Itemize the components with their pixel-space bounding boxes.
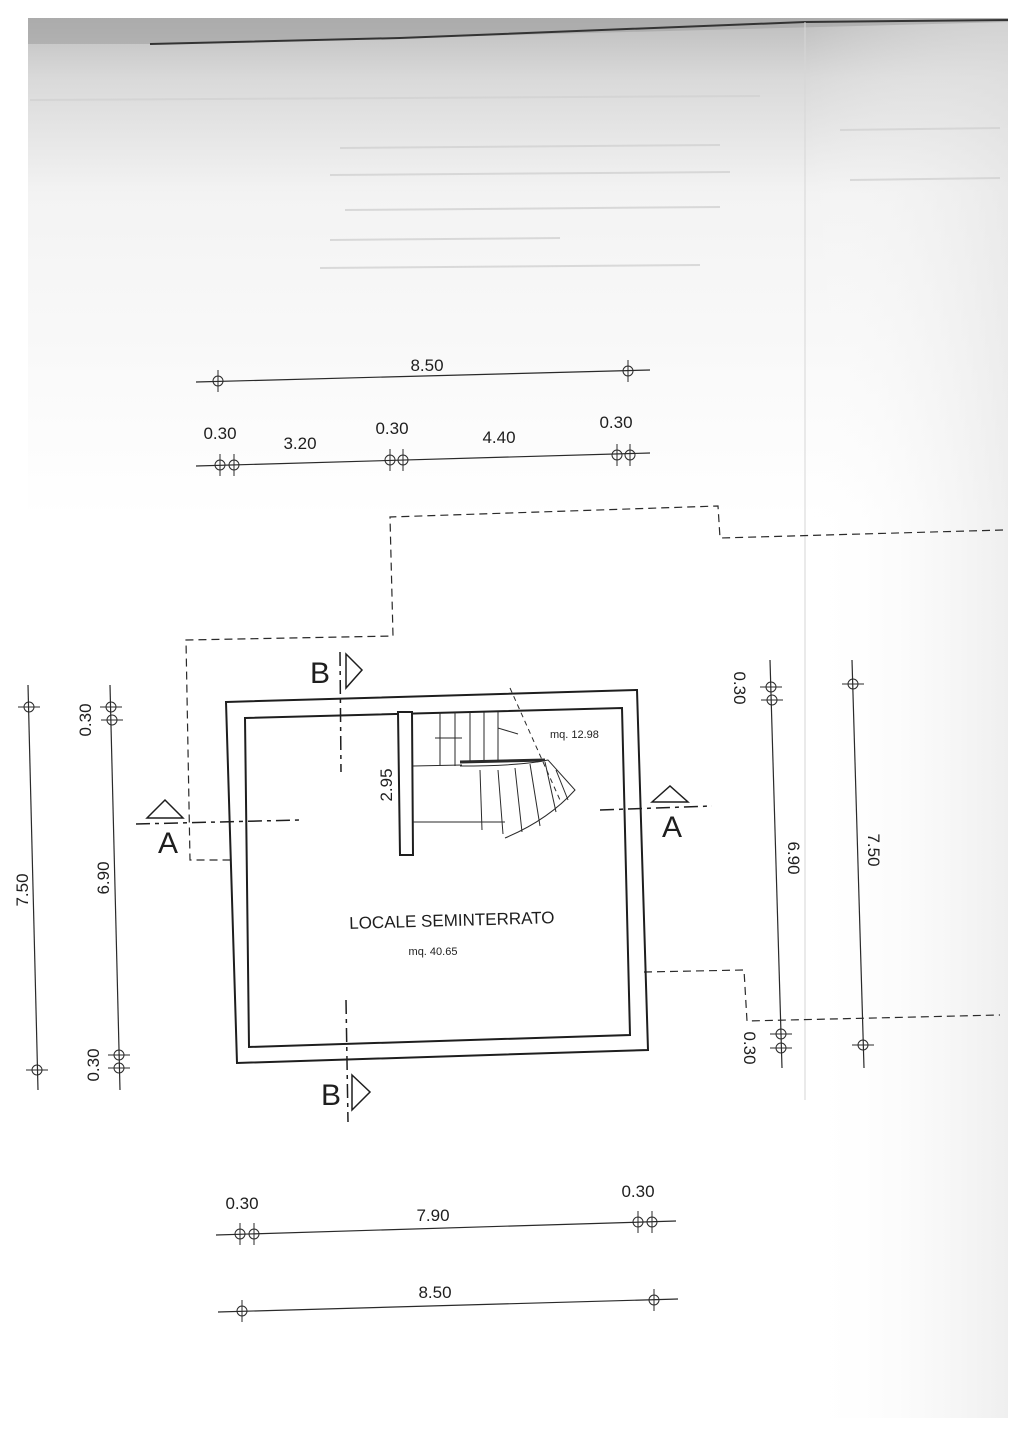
dim-right-total: 7.50 [864, 833, 883, 866]
section-b-label-bottom: B [321, 1079, 341, 1112]
dim-top-span-right: 4.40 [482, 428, 515, 447]
section-line-a [135, 784, 713, 825]
section-line-b [339, 651, 372, 1123]
dim-right-inner: 6.90 [784, 841, 803, 874]
dimension-ticks [18, 360, 874, 1322]
dim-top-span-left: 3.20 [283, 434, 316, 453]
room-area: mq. 40.65 [409, 946, 458, 958]
stair-area: mq. 12.98 [550, 729, 599, 741]
dim-top-wall-mid: 0.30 [375, 419, 408, 438]
dim-left-inner: 6.90 [94, 861, 113, 894]
dimension-lines [27, 369, 865, 1313]
section-a-label-left: A [158, 827, 178, 860]
dim-left-wall-bottom: 0.30 [84, 1048, 103, 1081]
dim-right-wall-bottom: 0.30 [740, 1031, 759, 1064]
dim-bottom-wall-right: 0.30 [621, 1182, 654, 1201]
dim-bottom-total: 8.50 [418, 1283, 451, 1302]
dim-right-wall-top: 0.30 [730, 671, 749, 704]
room-walls [224, 688, 650, 1065]
partition-wall [396, 711, 415, 856]
section-b-label-top: B [310, 657, 330, 690]
site-outline-dashed [185, 505, 1004, 1022]
dim-left-wall-top: 0.30 [76, 703, 95, 736]
dim-top-wall-right: 0.30 [599, 413, 632, 432]
dim-bottom-wall-left: 0.30 [225, 1194, 258, 1213]
dim-top-wall-left: 0.30 [203, 424, 236, 443]
section-a-label-right: A [662, 811, 682, 844]
dim-left-total: 7.50 [13, 873, 32, 906]
dim-bottom-inner: 7.90 [416, 1206, 449, 1225]
partition-dimension: 2.95 [377, 768, 396, 801]
staircase [412, 687, 576, 839]
dim-top-total: 8.50 [410, 356, 443, 375]
